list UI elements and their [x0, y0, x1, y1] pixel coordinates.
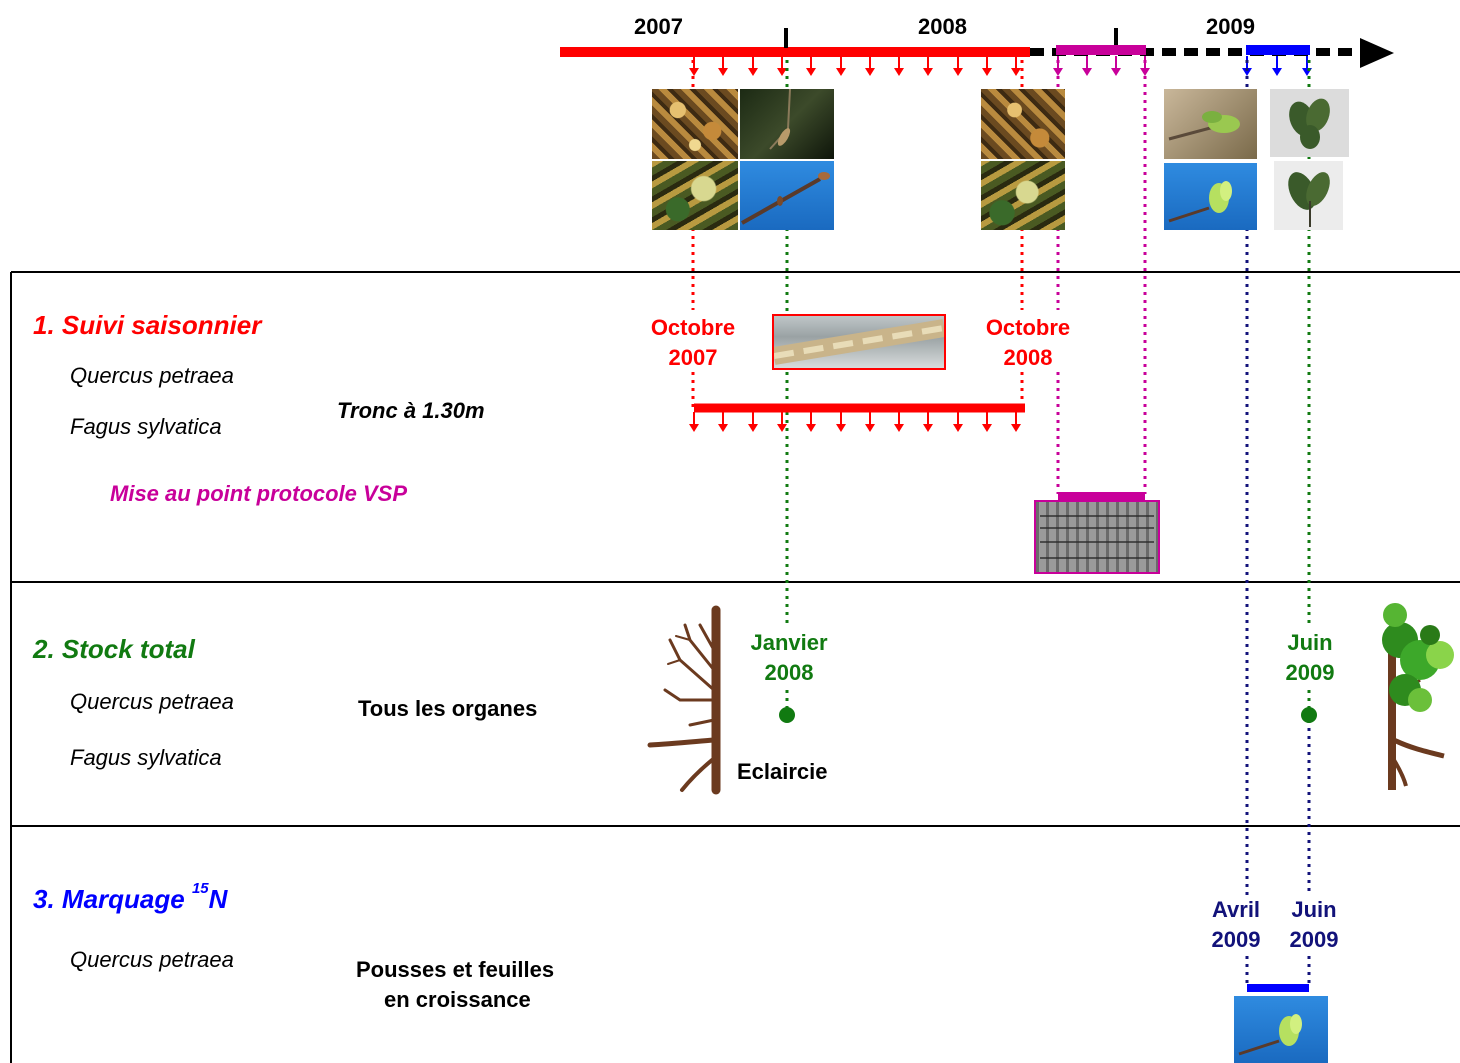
- date-year: 2007: [668, 345, 718, 370]
- sampling-arrowhead: [1272, 68, 1282, 76]
- section-2-title: 2. Stock total: [33, 634, 195, 664]
- timeline-arrowhead: [1360, 38, 1394, 68]
- sampling-arrowhead: [923, 424, 933, 432]
- date-jun-2009: Juin 2009: [1250, 628, 1370, 688]
- sampling-arrowhead: [718, 424, 728, 432]
- date-month: Octobre: [985, 315, 1071, 340]
- sampling-arrowhead: [982, 68, 992, 76]
- budburst-photo: [1164, 89, 1257, 159]
- twig-photo: [740, 161, 834, 230]
- sampling-arrowhead: [1111, 68, 1121, 76]
- sampling-arrowhead: [953, 68, 963, 76]
- sampling-arrowhead: [748, 68, 758, 76]
- sampling-arrowhead: [1011, 68, 1021, 76]
- sampling-arrowhead: [982, 424, 992, 432]
- date-month: Juin: [1291, 897, 1337, 922]
- sampling-arrowhead: [806, 424, 816, 432]
- date-jun-2009-labelling: Juin 2009: [1254, 895, 1374, 955]
- date-month: Avril: [1211, 897, 1261, 922]
- section-frames: [10, 271, 1460, 1063]
- bare-tree-icon: [647, 605, 721, 795]
- title-end: N: [208, 884, 228, 914]
- budburst-photo: [1234, 996, 1328, 1063]
- sampling-arrowhead: [777, 424, 787, 432]
- vsp-sampling-arrows: [1053, 56, 1150, 76]
- date-year: 2008: [764, 660, 814, 685]
- sampling-arrowhead: [748, 424, 758, 432]
- date-year: 2008: [1003, 345, 1053, 370]
- organ-label-line-1: Pousses et feuilles: [356, 957, 555, 982]
- sampling-arrowhead: [836, 68, 846, 76]
- species-label: Quercus petraea: [70, 689, 234, 714]
- date-month: Juin: [1287, 630, 1333, 655]
- labelling-sampling-arrows: [1242, 56, 1312, 76]
- date-year: 2009: [1285, 660, 1335, 685]
- section-1-title: 1. Suivi saisonnier: [33, 310, 262, 340]
- sampling-arrowhead: [1242, 68, 1252, 76]
- organ-label: Tous les organes: [358, 696, 538, 721]
- leaf-litter-photo: [652, 89, 738, 159]
- leaf-litter-photo: [981, 89, 1065, 159]
- leafy-tree-icon: [1382, 603, 1454, 790]
- title-superscript: 15: [191, 880, 209, 897]
- title-main: 3. Marquage: [33, 884, 185, 914]
- sampling-arrowhead: [1011, 424, 1021, 432]
- sampling-arrowhead: [1053, 68, 1063, 76]
- species-label: Quercus petraea: [70, 363, 234, 388]
- sampling-arrowhead: [718, 68, 728, 76]
- date-month: Octobre: [650, 315, 736, 340]
- sampling-point-jun-2009: [1301, 707, 1317, 723]
- date-jan-2008: Janvier 2008: [729, 628, 849, 688]
- monthly-sampling-arrows: [689, 56, 1021, 76]
- species-label: Quercus petraea: [70, 947, 234, 972]
- leaf-litter-photo: [981, 161, 1065, 230]
- sampling-arrowhead: [865, 424, 875, 432]
- sampling-arrowhead: [777, 68, 787, 76]
- trunk-core-photo: [772, 314, 946, 370]
- sampling-arrowhead: [953, 424, 963, 432]
- sampling-arrowhead: [689, 424, 699, 432]
- sampling-arrowhead: [806, 68, 816, 76]
- organ-label: Tronc à 1.30m: [337, 398, 485, 423]
- leaf-litter-photo: [652, 161, 738, 230]
- date-year: 2009: [1289, 927, 1339, 952]
- thinning-label: Eclaircie: [737, 759, 828, 784]
- bud-photo: [740, 89, 834, 159]
- timeline-axis: [560, 28, 1394, 68]
- organ-label-line-2: en croissance: [384, 987, 531, 1012]
- oak-leaf-photo: [1270, 89, 1349, 157]
- section-3-title: 3. Marquage 15N: [33, 880, 228, 915]
- year-label-2008: 2008: [918, 14, 967, 39]
- date-apr-2009: Avril 2009: [1176, 895, 1296, 955]
- oak-leaf-photo: [1274, 161, 1343, 230]
- budburst-photo: [1164, 163, 1257, 230]
- date-year: 2009: [1211, 927, 1261, 952]
- species-label: Fagus sylvatica: [70, 414, 222, 439]
- species-label: Fagus sylvatica: [70, 745, 222, 770]
- seasonal-sampling-arrows: [689, 412, 1021, 432]
- date-oct-2008: Octobre 2008: [968, 313, 1088, 373]
- protein-gel-photo: [1034, 500, 1160, 574]
- sampling-point-jan-2008: [779, 707, 795, 723]
- guide-lines: [691, 60, 1311, 988]
- year-label-2009: 2009: [1206, 14, 1255, 39]
- sampling-arrowhead: [865, 68, 875, 76]
- sampling-arrowhead: [894, 68, 904, 76]
- year-label-2007: 2007: [634, 14, 683, 39]
- sampling-arrowhead: [836, 424, 846, 432]
- date-month: Janvier: [750, 630, 828, 655]
- sampling-arrowhead: [1082, 68, 1092, 76]
- sampling-arrowhead: [894, 424, 904, 432]
- sampling-arrowhead: [1140, 68, 1150, 76]
- date-oct-2007: Octobre 2007: [633, 313, 753, 373]
- sampling-arrowhead: [923, 68, 933, 76]
- vsp-protocol-label: Mise au point protocole VSP: [110, 481, 408, 506]
